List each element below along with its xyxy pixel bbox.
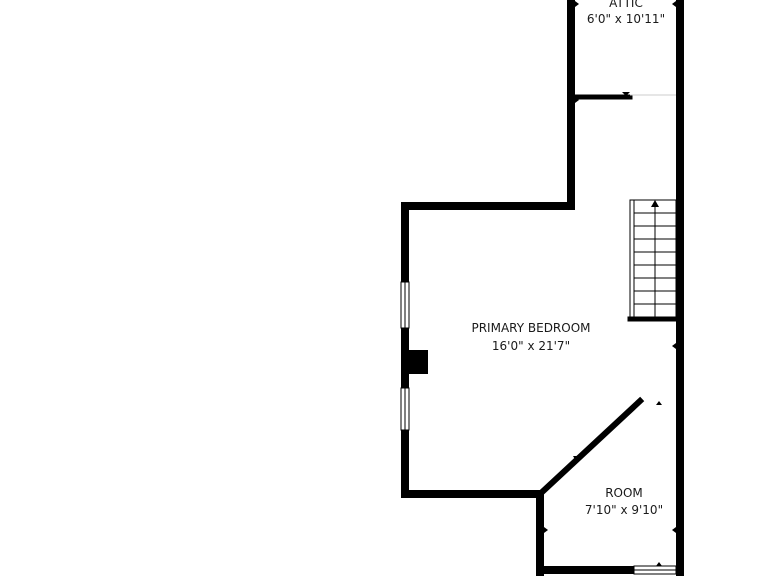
door-marker-icon: [573, 456, 579, 461]
room-name-primary-bedroom: PRIMARY BEDROOM: [471, 321, 590, 335]
diagonal-wall: [535, 396, 645, 499]
stair-outline: [629, 199, 677, 318]
room-dimensions-primary-bedroom: 16'0" x 21'7": [492, 339, 570, 353]
door-marker-icon: [672, 1, 676, 7]
room-name-attic: ATTIC: [609, 0, 643, 10]
door-marker-icon: [544, 527, 548, 533]
door-markers: [544, 1, 676, 566]
walls: [401, 0, 684, 576]
stairs: [629, 199, 677, 318]
door-marker-icon: [656, 562, 662, 566]
door-marker-icon: [575, 97, 579, 103]
room-name-room: ROOM: [605, 486, 643, 500]
chimney-block: [405, 350, 428, 374]
room-dimensions-room: 7'10" x 9'10": [585, 503, 663, 517]
door-marker-icon: [672, 343, 676, 349]
room-labels: ATTIC 6'0" x 10'11" PRIMARY BEDROOM 16'0…: [471, 0, 665, 517]
door-marker-icon: [656, 401, 662, 405]
door-marker-icon: [672, 527, 676, 533]
door-marker-icon: [575, 1, 579, 7]
stair-arrow-icon: [651, 200, 659, 207]
door-marker-icon: [622, 92, 630, 96]
room-dimensions-attic: 6'0" x 10'11": [587, 12, 665, 26]
windows: [400, 281, 677, 575]
